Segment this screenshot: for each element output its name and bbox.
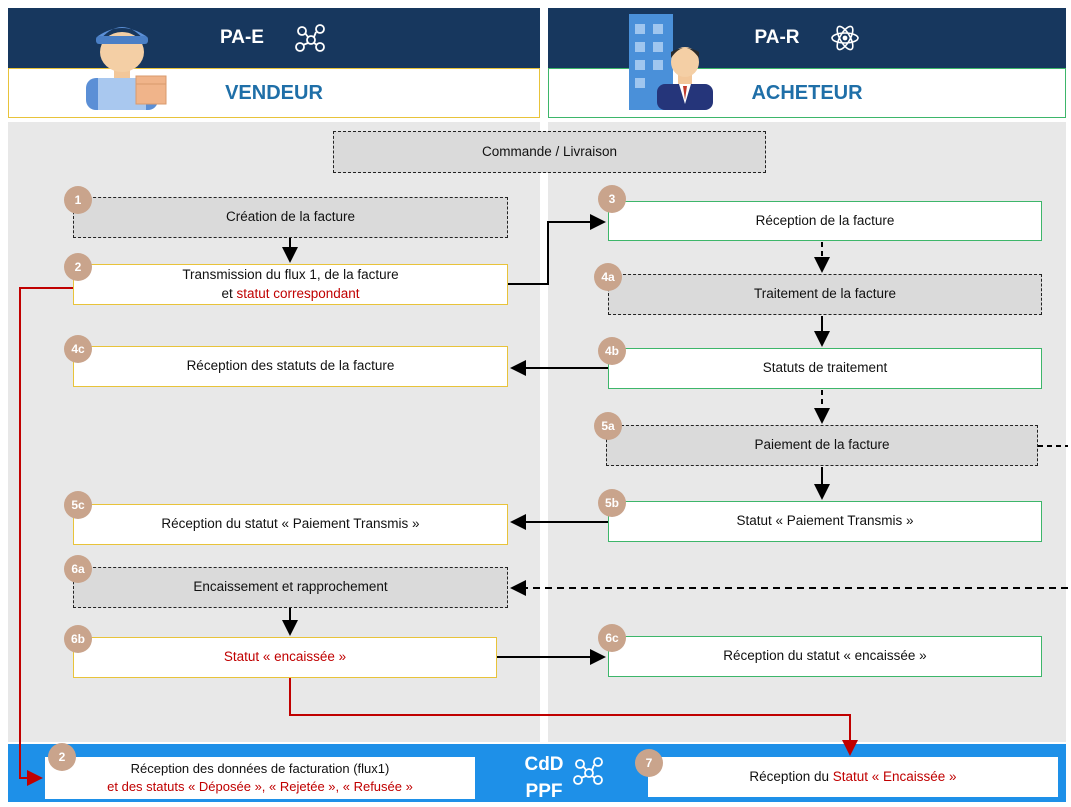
step-4c-box: Réception des statuts de la facture [73, 346, 508, 387]
cdd-label: CdD [524, 754, 564, 775]
badge-ppf-2: 2 [48, 743, 76, 771]
badge-3: 3 [598, 185, 626, 213]
step-6a-box: Encaissement et rapprochement [73, 567, 508, 608]
step-5b-box: Statut « Paiement Transmis » [608, 501, 1042, 542]
step-2-line2-prefix: et [221, 285, 237, 301]
step-6a-label: Encaissement et rapprochement [193, 579, 388, 595]
ppf-reception-line2: et des statuts « Déposée », « Rejetée »,… [107, 779, 413, 794]
step-1-label: Création de la facture [225, 209, 356, 225]
step-4a-box: Traitement de la facture [608, 274, 1042, 315]
step-5a-box: Paiement de la facture [606, 425, 1038, 466]
badge-4c: 4c [64, 335, 92, 363]
network-icon [573, 757, 603, 785]
badge-6a: 6a [64, 555, 92, 583]
step-6b-box: Statut « encaissée » [73, 637, 497, 678]
step-4a-label: Traitement de la facture [753, 286, 897, 302]
ppf-reception-line1: Réception des données de facturation (fl… [130, 761, 390, 777]
buyer-avatar-icon [629, 14, 713, 110]
ppf-encaissee-reception-box: Réception du Statut « Encaissée » [648, 757, 1058, 797]
step-5c-box: Réception du statut « Paiement Transmis … [73, 504, 508, 545]
badge-6c: 6c [598, 624, 626, 652]
seller-role-label: VENDEUR [225, 81, 323, 104]
badge-1: 1 [64, 186, 92, 214]
step-1-box: Création de la facture [73, 197, 508, 238]
order-delivery-label: Commande / Livraison [481, 143, 618, 159]
step-6c-box: Réception du statut « encaissée » [608, 636, 1042, 677]
step-4b-label: Statuts de traitement [762, 360, 888, 376]
step-2-line2-status: statut correspondant [236, 285, 360, 301]
badge-4b: 4b [598, 337, 626, 365]
badge-ppf-7: 7 [635, 749, 663, 777]
order-delivery-box: Commande / Livraison [333, 131, 766, 173]
step-5a-label: Paiement de la facture [754, 437, 890, 453]
badge-5a: 5a [594, 412, 622, 440]
network-icon [295, 24, 325, 52]
atom-icon [830, 25, 859, 51]
step-6b-label: Statut « encaissée » [223, 649, 347, 665]
cdd-ppf-label: CdD PPF [516, 752, 572, 805]
step-6c-label: Réception du statut « encaissée » [723, 648, 927, 664]
ppf-label: PPF [525, 780, 563, 802]
ppf-encaissee-prefix: Réception du [749, 768, 833, 784]
step-4c-label: Réception des statuts de la facture [186, 358, 395, 374]
seller-platform-title: PA-E [220, 27, 264, 48]
ppf-reception-data-box: Réception des données de facturation (fl… [45, 757, 475, 799]
step-2-box: Transmission du flux 1, de la facture et… [73, 264, 508, 305]
seller-avatar-icon [86, 27, 167, 110]
buyer-platform-title: PA-R [754, 27, 800, 48]
badge-5b: 5b [598, 489, 626, 517]
step-3-label: Réception de la facture [755, 212, 895, 228]
badge-2: 2 [64, 253, 92, 281]
step-3-box: Réception de la facture [608, 201, 1042, 241]
step-4b-box: Statuts de traitement [608, 348, 1042, 389]
ppf-encaissee-status: Statut « Encaissée » [832, 768, 957, 784]
badge-5c: 5c [64, 491, 92, 519]
buyer-role-label: ACHETEUR [751, 81, 863, 104]
step-2-line1: Transmission du flux 1, de la facture [182, 267, 399, 283]
step-5c-label: Réception du statut « Paiement Transmis … [161, 516, 420, 532]
badge-6b: 6b [64, 625, 92, 653]
step-5b-label: Statut « Paiement Transmis » [736, 513, 914, 529]
badge-4a: 4a [594, 263, 622, 291]
